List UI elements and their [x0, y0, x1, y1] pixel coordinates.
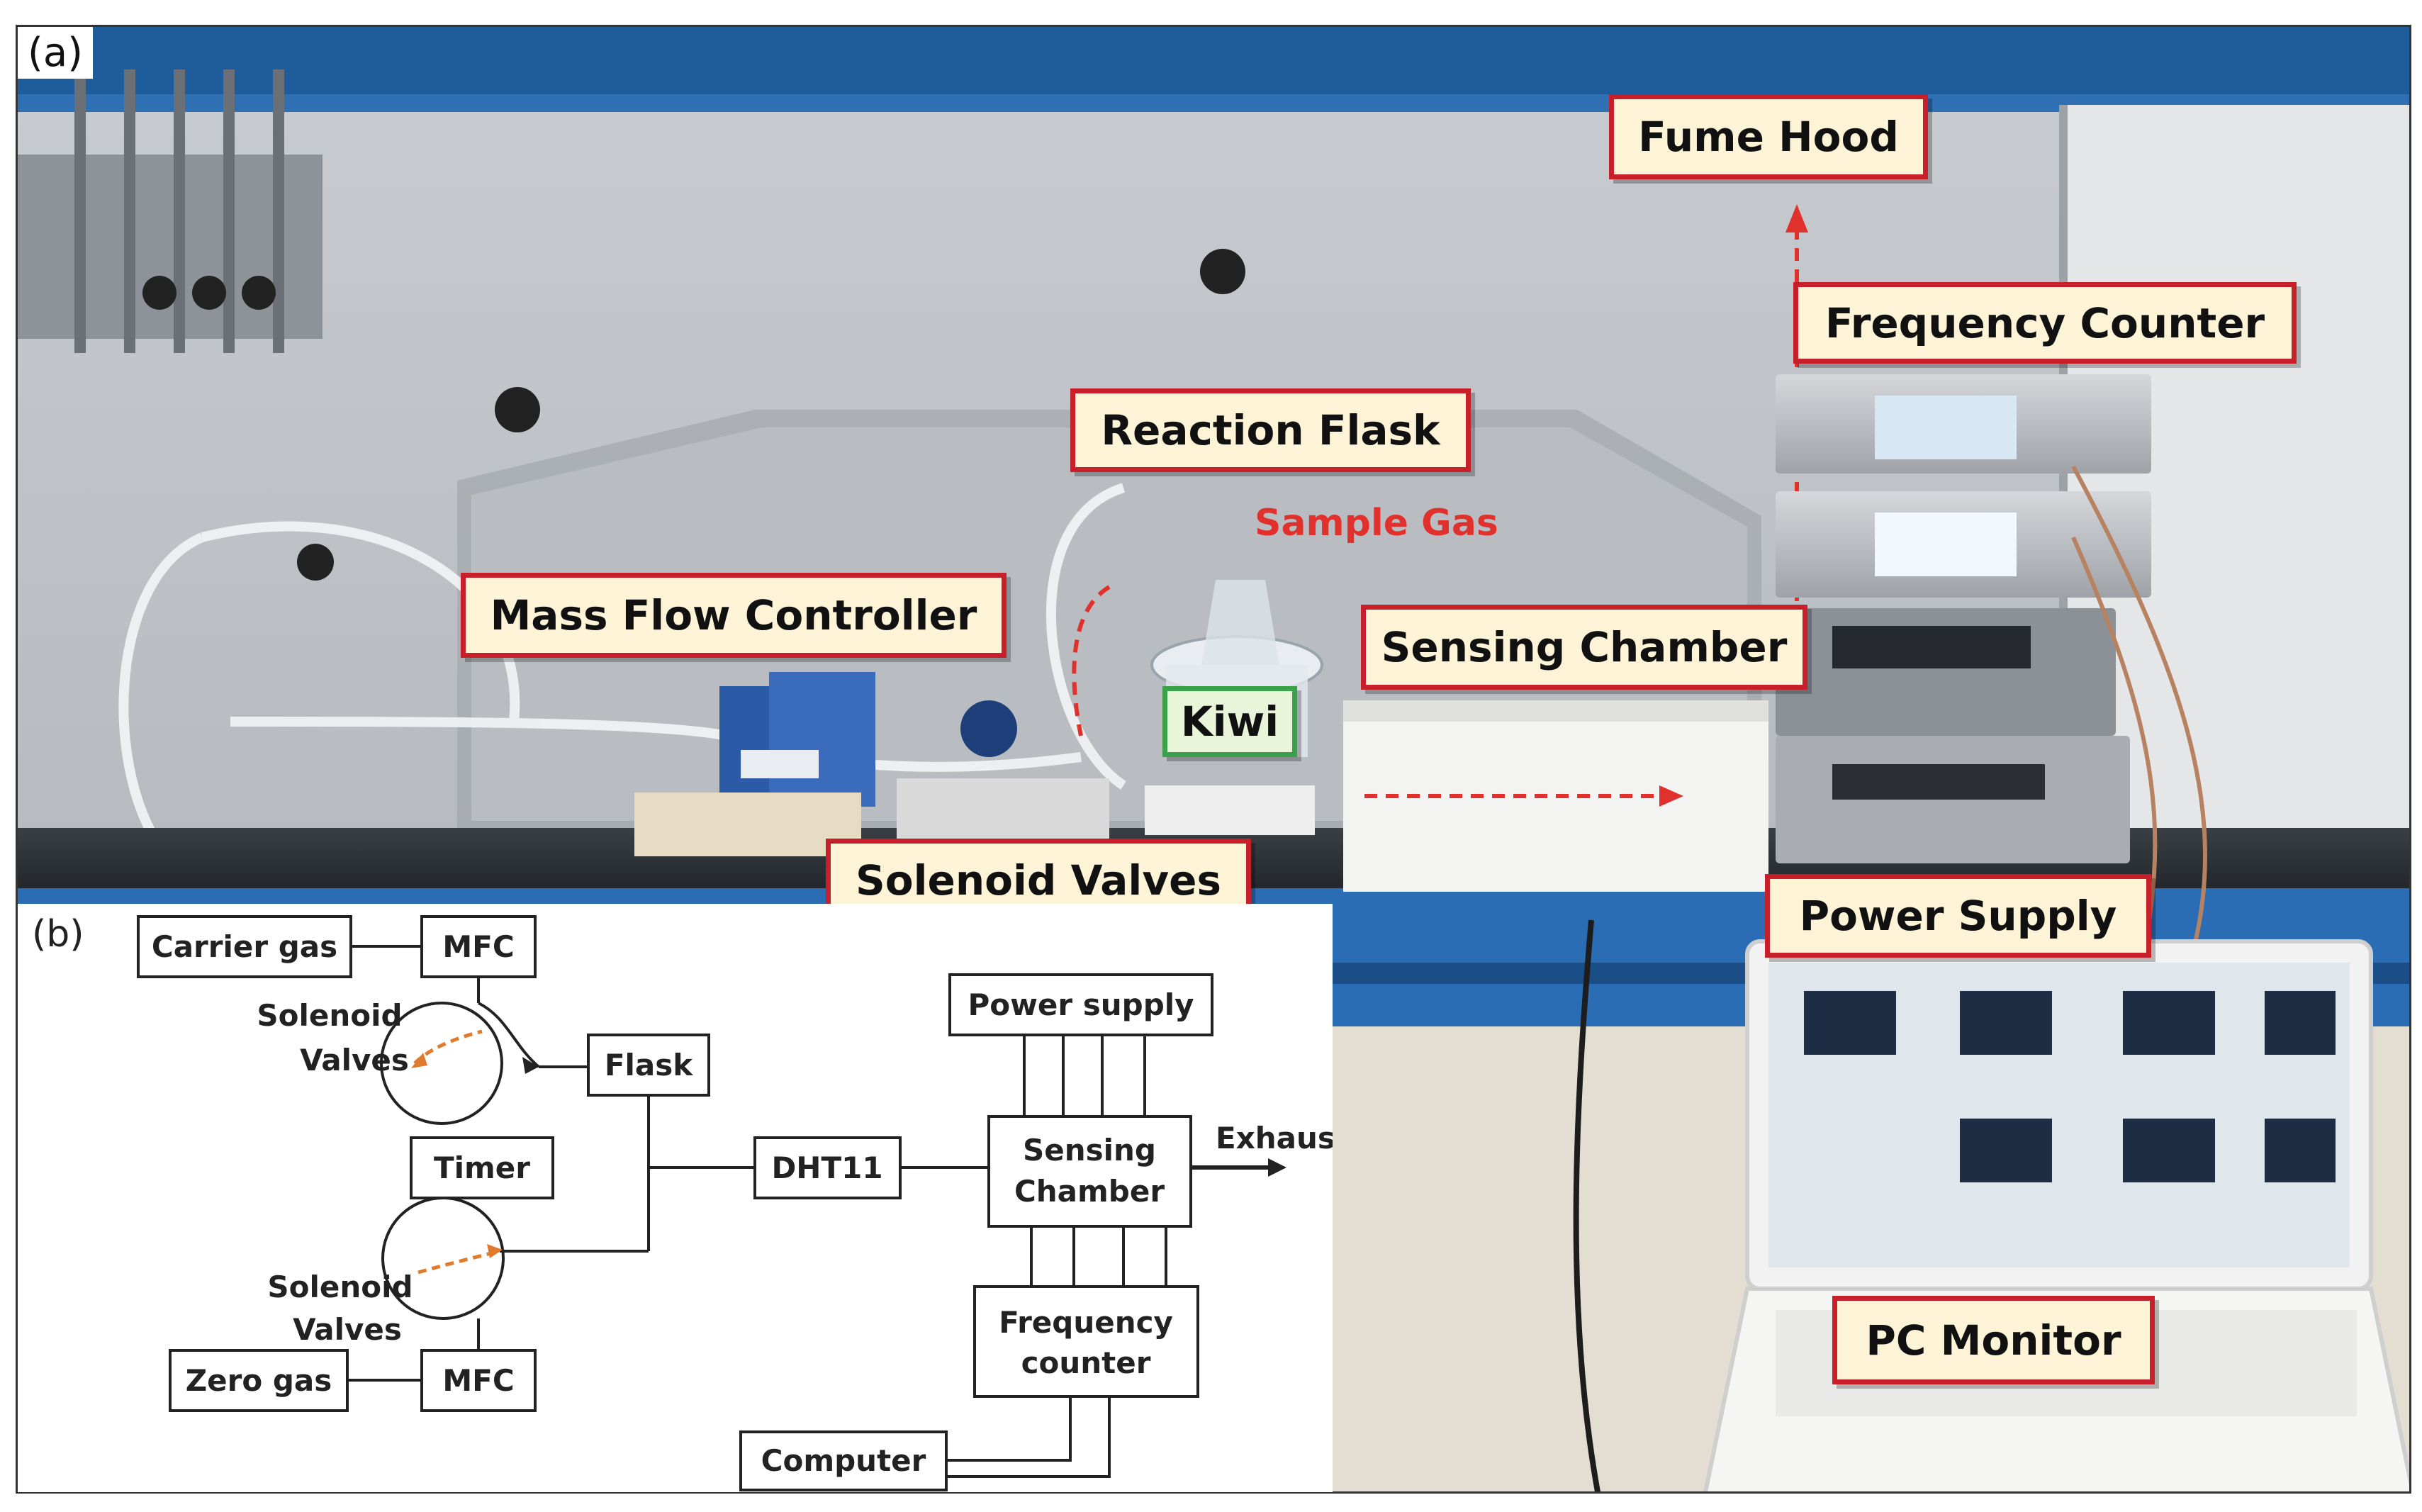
- kiwi-label: Kiwi: [1162, 686, 1297, 757]
- sensing-chamber-label: Sensing Chamber: [1361, 605, 1807, 690]
- frequency-text-2: counter: [1021, 1345, 1151, 1380]
- power-supply-text: Power supply: [968, 987, 1194, 1022]
- mfc-bottom-text: MFC: [442, 1363, 514, 1398]
- power-supply-label: Power Supply: [1765, 874, 2151, 958]
- solenoid-top-text-2: Valves: [300, 1043, 409, 1077]
- dht11-text: DHT11: [771, 1150, 882, 1185]
- solenoid-valve-bottom: [381, 1197, 505, 1320]
- frequency-counter-label: Frequency Counter: [1793, 282, 2297, 364]
- fume-hood-label: Fume Hood: [1609, 94, 1928, 179]
- carrier-gas-text: Carrier gas: [152, 929, 337, 964]
- timer-text: Timer: [434, 1150, 530, 1185]
- panel-a-letter: (a): [18, 27, 94, 79]
- pc-monitor-label: PC Monitor: [1832, 1296, 2155, 1384]
- solenoid-bottom-text-2: Valves: [293, 1312, 402, 1347]
- sensing-text-2: Chamber: [1014, 1174, 1165, 1209]
- sample-gas-label: Sample Gas: [1255, 502, 1498, 544]
- computer-text: Computer: [761, 1443, 926, 1478]
- timer-box: [410, 1136, 554, 1199]
- frequency-counter-box: [973, 1285, 1199, 1398]
- panel-b-letter: (b): [32, 913, 84, 956]
- block-diagram: (b) Carrier gas MFC Solenoid Valves Flas…: [18, 904, 1350, 1492]
- sensing-text-1: Sensing: [1023, 1133, 1156, 1167]
- power-supply-box: [948, 973, 1213, 1036]
- solenoid-bottom-text-1: Solenoid: [267, 1270, 413, 1304]
- block-diagram-svg: (b) Carrier gas MFC Solenoid Valves Flas…: [32, 913, 1350, 1491]
- mfc-top-text: MFC: [442, 929, 514, 964]
- frequency-text-1: Frequency: [999, 1305, 1173, 1340]
- exhaust-text: Exhaust: [1216, 1121, 1333, 1155]
- lab-setup-photo: (a) Fume Hood Frequency Counter Reaction…: [16, 25, 2411, 1494]
- sensing-chamber-box: [987, 1115, 1192, 1228]
- mass-flow-controller-label: Mass Flow Controller: [461, 573, 1007, 658]
- flask-text: Flask: [605, 1048, 693, 1082]
- solenoid-valve-top: [380, 1002, 503, 1125]
- zero-gas-text: Zero gas: [186, 1363, 332, 1398]
- solenoid-top-text-1: Solenoid: [257, 998, 402, 1033]
- reaction-flask-label: Reaction Flask: [1070, 388, 1471, 472]
